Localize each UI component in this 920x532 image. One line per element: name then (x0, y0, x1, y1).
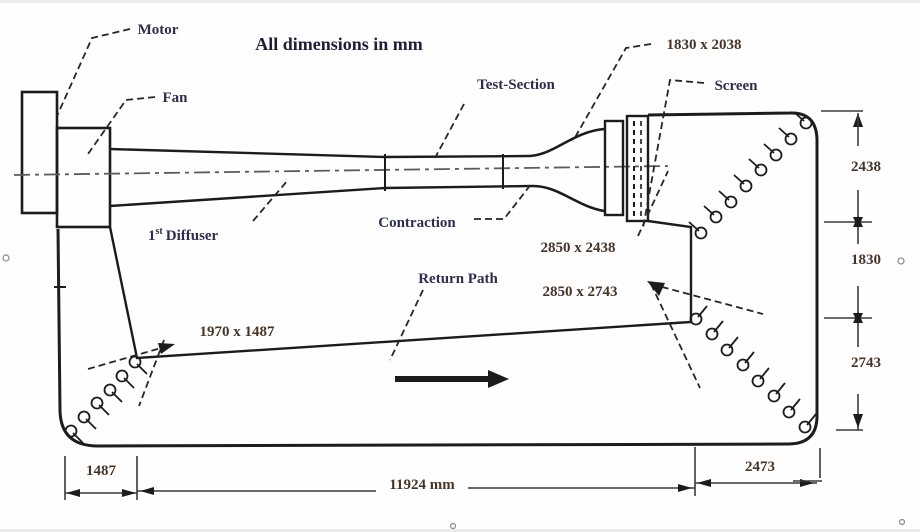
dimension-bottom-total: 11924 mm (389, 477, 455, 493)
scan-edge-top (0, 0, 920, 3)
dimension-right-2743: 2743 (851, 355, 881, 371)
section-1830x2038-leader-line (572, 43, 652, 142)
bottom-dimension-2473 (694, 447, 822, 496)
test-section-leader-line (434, 103, 465, 159)
screen-housing (625, 114, 650, 223)
contraction-outline (529, 127, 605, 213)
first-diffuser-number: 1 (148, 228, 156, 244)
flow-direction-arrow (395, 370, 509, 388)
label-return-path: Return Path (418, 271, 498, 287)
scan-artifact-dot (2, 254, 10, 262)
label-motor: Motor (138, 22, 179, 38)
label-fan: Fan (162, 90, 188, 106)
screen-leader-line (642, 79, 705, 229)
fan-outline (55, 126, 112, 229)
label-contraction: Contraction (378, 215, 456, 231)
section-2850x2743-pointer (647, 281, 764, 389)
section-2850x2438-leader-line (637, 170, 669, 237)
corner-vanes-top-right (688, 111, 813, 240)
scan-artifact-dot (449, 522, 457, 530)
label-test-section: Test-Section (477, 77, 555, 93)
scan-artifact-dot (898, 518, 906, 526)
first-diffuser-superscript: st (156, 226, 164, 237)
motor-outline (20, 90, 59, 215)
scan-artifact-dot (897, 257, 905, 265)
label-section-1830x2038: 1830 x 2038 (667, 37, 742, 53)
label-section-2850x2743: 2850 x 2743 (543, 284, 618, 300)
center-axis-line (13, 165, 669, 176)
dimension-bottom-1487: 1487 (86, 463, 117, 479)
label-section-1970x1487: 1970 x 1487 (200, 324, 276, 340)
contraction-leader-line (474, 182, 533, 220)
diffuser-leader-line (252, 179, 289, 222)
return-path-leader-line (389, 289, 424, 361)
corner-vanes-bottom-right (689, 305, 817, 434)
corner-vanes-bottom-left (64, 355, 148, 444)
scan-edge-bottom (0, 529, 920, 532)
label-screen: Screen (714, 78, 758, 94)
first-diffuser-word: Diffuser (166, 228, 219, 244)
right-dimension-chain (821, 110, 872, 431)
bottom-dimension-1487 (64, 456, 138, 500)
fan-leader-line (87, 96, 156, 155)
dimension-right-2438: 2438 (851, 159, 881, 175)
dimension-bottom-2473: 2473 (745, 459, 775, 475)
label-section-2850x2438: 2850 x 2438 (541, 240, 616, 256)
diffuser-test-section-duct (109, 147, 534, 208)
dimension-right-1830: 1830 (851, 252, 881, 268)
motor-leader-line (56, 28, 131, 117)
note-all-dimensions: All dimensions in mm (255, 34, 423, 54)
bottom-dimension-11924 (137, 484, 695, 495)
section-1970x1487-pointer (87, 339, 175, 407)
contraction-flange (603, 119, 625, 217)
